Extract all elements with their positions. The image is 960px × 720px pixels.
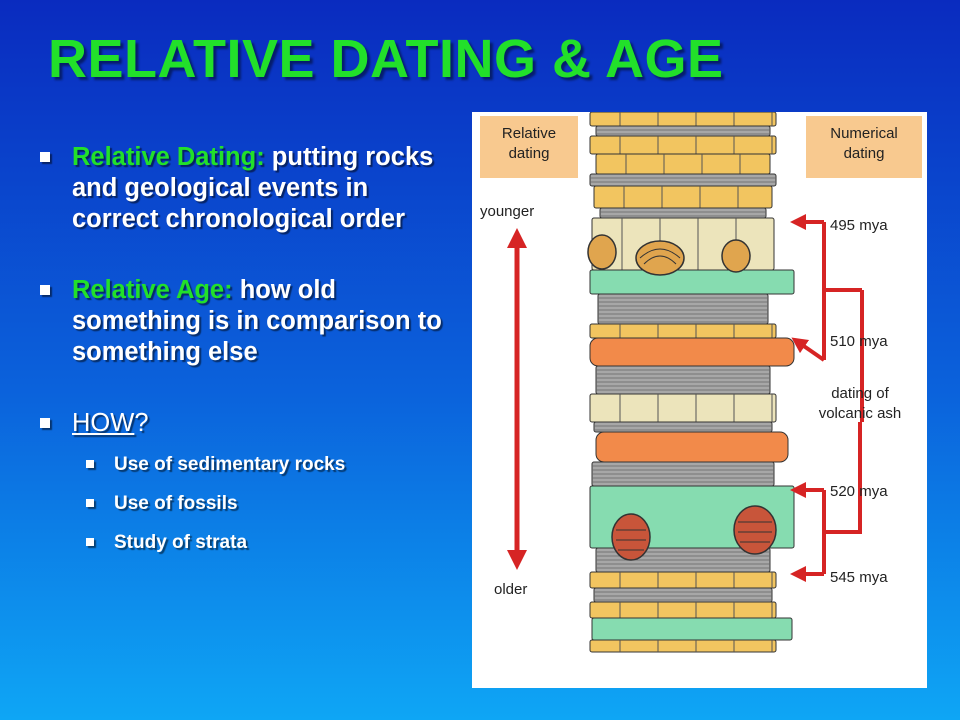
numerical-age-arrows	[790, 214, 864, 582]
strata-layer-sandstone	[589, 639, 777, 653]
age-label-520: 520 mya	[830, 483, 888, 500]
volcanic-label-line1: dating of	[831, 385, 889, 402]
strata-layer-shale	[593, 421, 773, 433]
bullet-marker	[40, 285, 50, 295]
bullet-relative-dating: Relative Dating: putting rocks and geolo…	[36, 142, 456, 235]
relative-header-line2: dating	[509, 145, 550, 162]
strata-layer-shale	[589, 173, 777, 187]
strata-layer-shale	[599, 207, 767, 219]
older-label: older	[494, 581, 527, 598]
numerical-header-line2: dating	[844, 145, 885, 162]
younger-label: younger	[480, 203, 534, 220]
bullet-marker	[40, 152, 50, 162]
strata-diagram: Relative dating Numerical dating younger…	[472, 112, 927, 688]
strata-layer-sandstone	[589, 112, 777, 127]
numerical-header-line1: Numerical	[830, 125, 898, 142]
definition-relative-age: how old something is in comparison to so…	[72, 276, 442, 366]
strata-layer-ash	[595, 431, 789, 463]
strata-layer-limestone	[589, 393, 777, 423]
bullet-marker	[40, 418, 50, 428]
strata-layer-sandstone	[595, 153, 771, 175]
sub-bullet-sedimentary: Use of sedimentary rocks	[36, 453, 456, 477]
sub-bullet-text: Use of fossils	[114, 493, 238, 514]
definition-relative-dating: putting rocks and geological events in c…	[72, 143, 434, 233]
relative-dating-header-box	[480, 116, 578, 178]
shell-fossil-icon	[587, 234, 751, 276]
relative-header-line1: Relative	[502, 125, 556, 142]
sub-bullet-text: Study of strata	[114, 532, 248, 553]
sub-bullet-strata: Study of strata	[36, 531, 456, 555]
strata-layer-sandstone	[593, 185, 773, 209]
strata-layer-shale	[595, 125, 771, 137]
trilobite-fossil-icon	[611, 505, 777, 561]
how-link[interactable]: HOW	[72, 409, 135, 437]
sub-bullet-marker	[86, 538, 94, 546]
strata-layer-shale	[597, 293, 769, 325]
sub-bullet-fossils: Use of fossils	[36, 492, 456, 516]
strata-layer-sandstone	[589, 323, 777, 339]
age-label-510: 510 mya	[830, 333, 888, 350]
term-relative-age: Relative Age:	[72, 276, 233, 304]
term-relative-dating: Relative Dating:	[72, 143, 265, 171]
volcanic-label-line2: volcanic ash	[819, 405, 902, 422]
age-label-545: 545 mya	[830, 569, 888, 586]
strata-layer-ash	[589, 337, 795, 367]
strata-layer-sandstone	[589, 571, 777, 589]
strata-layer-green-layer	[589, 269, 795, 295]
sub-bullet-marker	[86, 499, 94, 507]
strata-layer-sandstone	[589, 601, 777, 619]
bullet-list: Relative Dating: putting rocks and geolo…	[36, 142, 456, 570]
bullet-how: HOW?	[36, 408, 456, 439]
strata-layer-sandstone	[589, 135, 777, 155]
how-suffix: ?	[134, 409, 149, 437]
strata-svg: Relative dating Numerical dating younger…	[480, 112, 922, 653]
strata-column	[589, 112, 795, 653]
age-label-495: 495 mya	[830, 217, 888, 234]
sub-bullet-marker	[86, 460, 94, 468]
sub-bullet-text: Use of sedimentary rocks	[114, 454, 346, 475]
slide-title: RELATIVE DATING & AGE	[48, 29, 724, 89]
numerical-dating-header-box	[806, 116, 922, 178]
strata-layer-green-layer	[591, 617, 793, 641]
bullet-relative-age: Relative Age: how old something is in co…	[36, 275, 456, 368]
